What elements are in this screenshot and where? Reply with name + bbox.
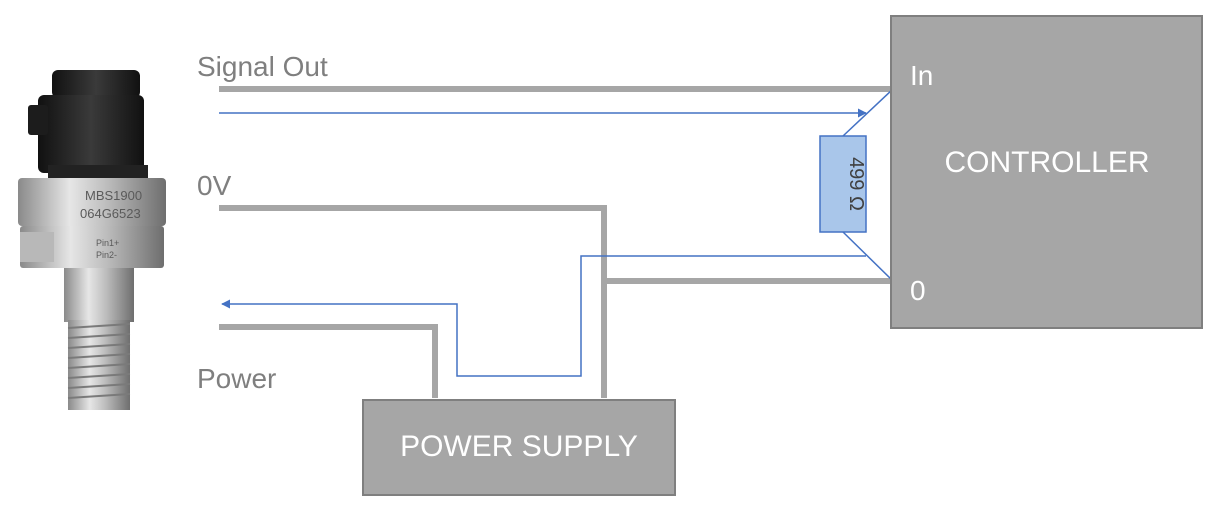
sensor-pin2: Pin2- bbox=[96, 250, 117, 260]
wire-zero-volt bbox=[219, 205, 607, 398]
signal-out-label: Signal Out bbox=[197, 51, 328, 82]
resistor: 499 Ω bbox=[819, 135, 867, 233]
controller-title: CONTROLLER bbox=[944, 146, 1149, 179]
sensor-hex-body bbox=[18, 178, 166, 226]
zero-volt-label: 0V bbox=[197, 170, 232, 201]
sensor-stem bbox=[64, 268, 134, 322]
controller-box bbox=[890, 15, 1203, 329]
sensor-latch bbox=[28, 105, 48, 135]
controller-in-terminal: In bbox=[910, 60, 933, 91]
wires bbox=[219, 86, 893, 398]
sensor-lower-body bbox=[20, 226, 164, 268]
pressure-sensor: MBS1900 064G6523 Pin1+ Pin2- bbox=[18, 70, 166, 410]
power-supply: POWER SUPPLY bbox=[362, 399, 676, 496]
sensor-code: 064G6523 bbox=[80, 206, 141, 221]
sensor-connector-body bbox=[38, 95, 144, 173]
power-supply-box bbox=[362, 399, 676, 496]
sensor-thread bbox=[67, 320, 131, 410]
current-arrow-return bbox=[221, 255, 866, 377]
controller-zero-terminal: 0 bbox=[910, 275, 926, 306]
resistor-lead-bottom bbox=[842, 231, 894, 282]
controller: CONTROLLER In 0 bbox=[890, 15, 1203, 329]
sensor-model: MBS1900 bbox=[85, 188, 142, 203]
resistor-value: 499 Ω bbox=[845, 157, 867, 211]
power-label: Power bbox=[197, 363, 276, 394]
current-loop bbox=[219, 88, 894, 377]
sensor-connector-cap bbox=[52, 70, 140, 98]
resistor-lead-top bbox=[842, 88, 894, 137]
wire-power bbox=[219, 324, 438, 398]
power-supply-title: POWER SUPPLY bbox=[400, 430, 638, 463]
resistor-body bbox=[819, 135, 867, 233]
sensor-pin1: Pin1+ bbox=[96, 238, 119, 248]
